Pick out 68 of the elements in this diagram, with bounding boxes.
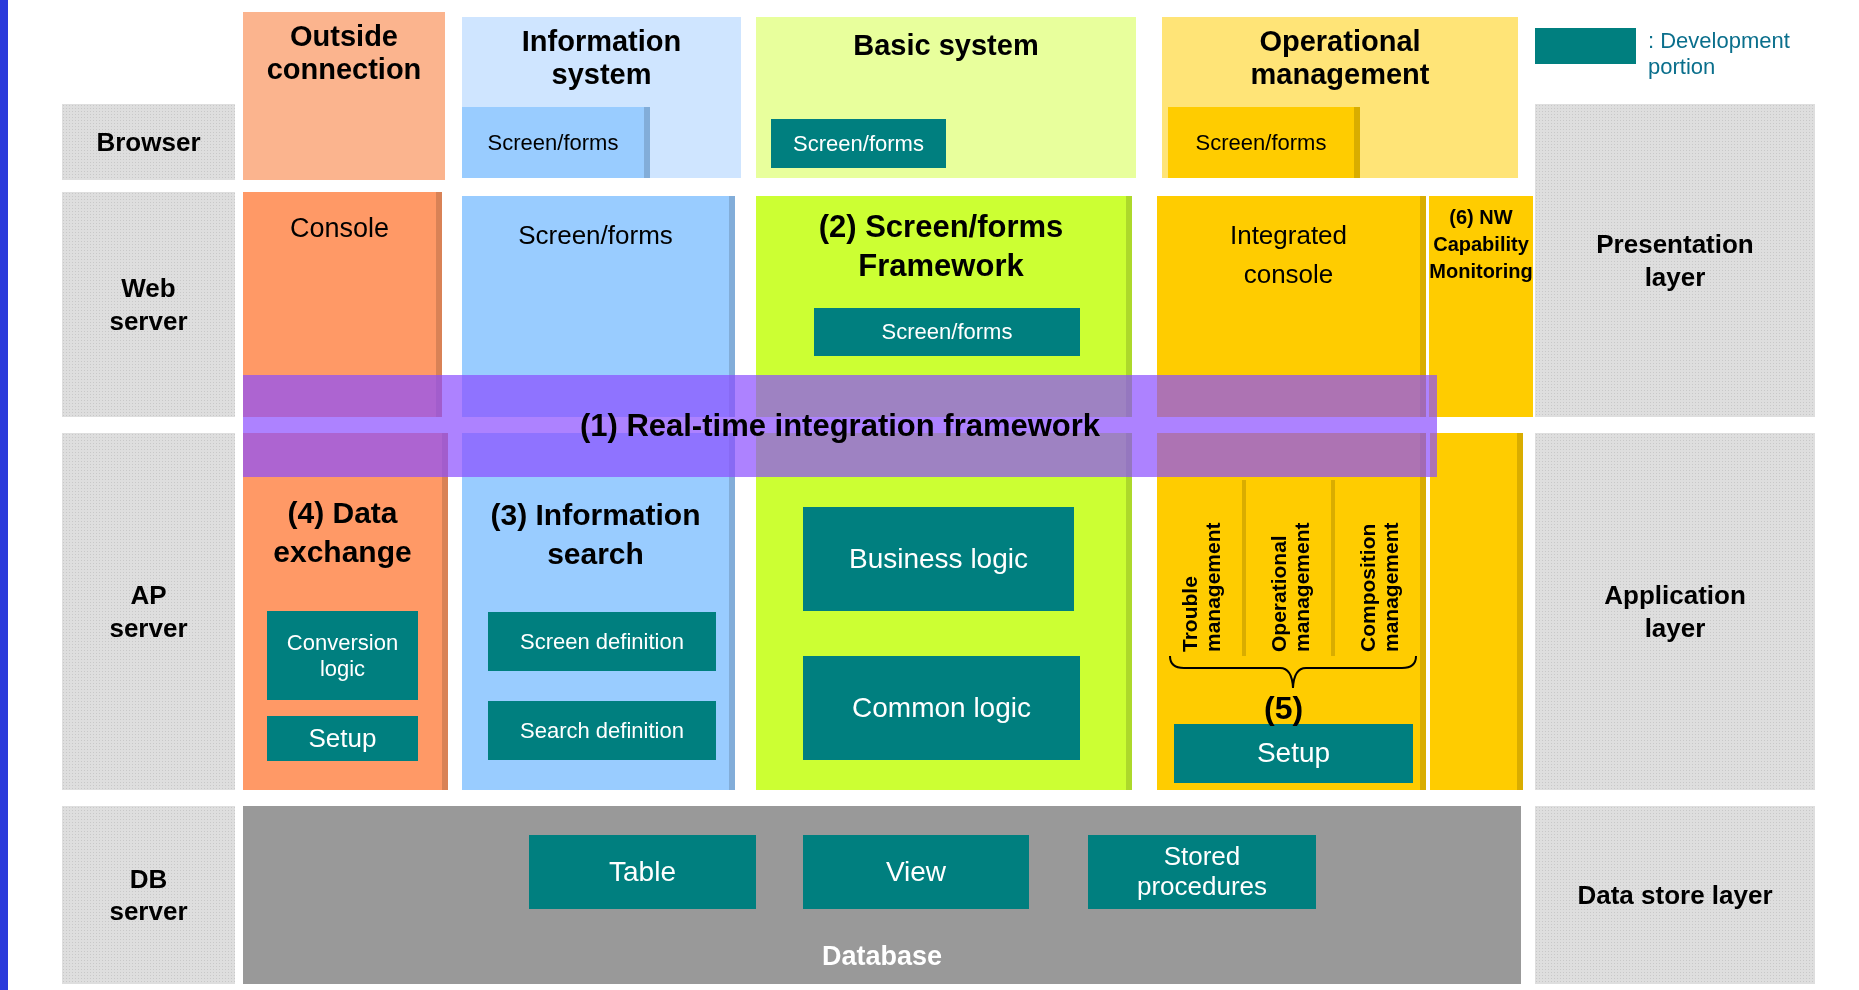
column-header-panel [756, 17, 1136, 178]
development-module [771, 119, 946, 168]
block-label: Integrated console [1228, 219, 1349, 291]
development-module [814, 308, 1080, 356]
layer-label-panel [62, 806, 235, 984]
development-module [803, 835, 1029, 909]
column-header-panel [1162, 17, 1518, 178]
development-module [267, 611, 418, 700]
block-label: Table [609, 855, 676, 889]
block-label: Presentation layer [1595, 228, 1755, 293]
block-label: Operational management [1266, 521, 1314, 652]
block-label: Common logic [852, 691, 1031, 725]
development-module [488, 701, 716, 760]
development-module [267, 716, 418, 761]
module-block [1168, 107, 1360, 178]
module-block [1430, 433, 1523, 790]
module-block [462, 107, 650, 178]
block-label: Screen/forms [881, 319, 1013, 345]
block-label: Operational management [1249, 25, 1431, 92]
block-label: (4) Data exchange [272, 495, 413, 570]
block-label: Web server [109, 272, 188, 337]
group-number: (5) [1264, 689, 1304, 728]
layer-label-panel [1535, 806, 1815, 984]
layer-label-panel [1535, 104, 1815, 417]
block-label: Conversion logic [285, 630, 400, 681]
development-module [1174, 724, 1413, 783]
development-module [1088, 835, 1316, 909]
framework-band [243, 375, 1437, 477]
block-label: DB server [109, 862, 188, 928]
column-header-panel [462, 17, 741, 178]
block-label: Console [288, 212, 391, 245]
block-label: Composition management [1355, 521, 1403, 652]
block-label: Search definition [520, 717, 684, 744]
block-label: Stored procedures [1135, 842, 1269, 902]
block-label: (2) Screen/forms Framework [817, 208, 1065, 285]
development-module [803, 507, 1074, 611]
column-header-panel [243, 12, 445, 180]
block-label: AP server [109, 579, 188, 644]
layer-label-panel [62, 104, 235, 180]
development-module [529, 835, 756, 909]
block-label: Setup [1256, 737, 1331, 770]
block-label: Screen/forms [793, 130, 924, 157]
development-module [803, 656, 1080, 760]
block-label: Application layer [1603, 579, 1747, 644]
block-label: Browser [96, 125, 201, 159]
module-block [1429, 196, 1533, 417]
block-label: (3) Information search [489, 497, 702, 572]
block-label: View [885, 855, 947, 889]
layer-label-panel [62, 192, 235, 417]
block-label: Outside connection [265, 20, 423, 87]
block-label: Setup [308, 723, 377, 754]
layer-label-panel [62, 433, 235, 790]
development-module [488, 612, 716, 671]
block-label: Business logic [849, 542, 1028, 576]
block-label: (1) Real-time integration framework [579, 406, 1101, 445]
block-label: Database [821, 939, 943, 973]
database-block [243, 806, 1521, 984]
block-label: Data store layer [1577, 878, 1773, 912]
block-label: Screen/forms [1194, 129, 1328, 157]
layer-label-panel [1535, 433, 1815, 790]
block-label: Basic system [852, 29, 1040, 63]
block-label: Trouble management [1177, 521, 1225, 652]
block-label: Information system [520, 25, 683, 92]
block-label: Screen/forms [486, 129, 620, 157]
legend-text: : Development portion [1648, 28, 1791, 81]
block-label: Screen/forms [517, 219, 674, 252]
block-label: (6) NW Capability Monitoring [1429, 205, 1533, 284]
block-label: Screen definition [520, 628, 684, 655]
